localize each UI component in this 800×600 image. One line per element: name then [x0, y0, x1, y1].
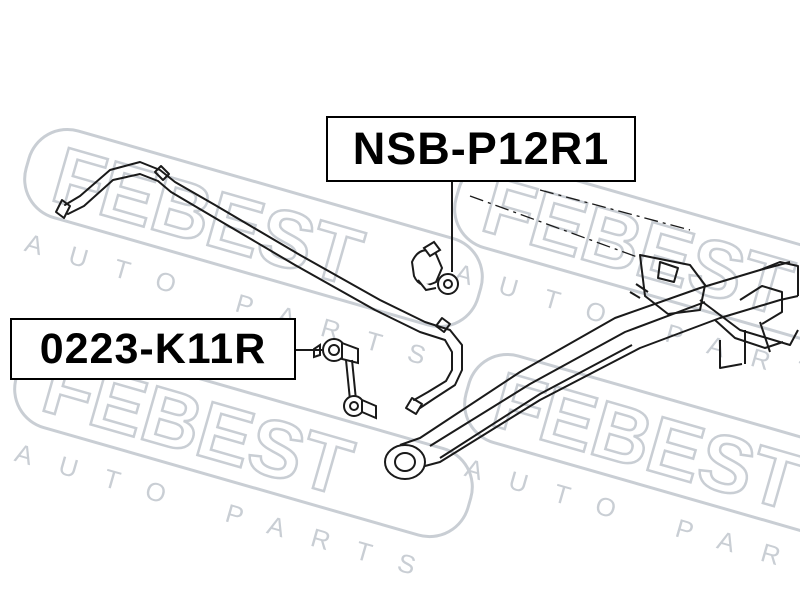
part-number-label-link: 0223-K11R: [10, 318, 296, 380]
stabilizer-bushing: [410, 240, 459, 295]
watermark-brand-text: FEBEST: [474, 160, 800, 333]
dashed-centerline: [469, 189, 691, 259]
rear-axle-beam: [384, 254, 799, 480]
part-number-label-bushing: NSB-P12R1: [326, 116, 636, 182]
stabilizer-link: [313, 338, 377, 420]
watermark-brand-text: FEBEST: [44, 130, 372, 303]
stabilizer-bar: [55, 161, 463, 415]
